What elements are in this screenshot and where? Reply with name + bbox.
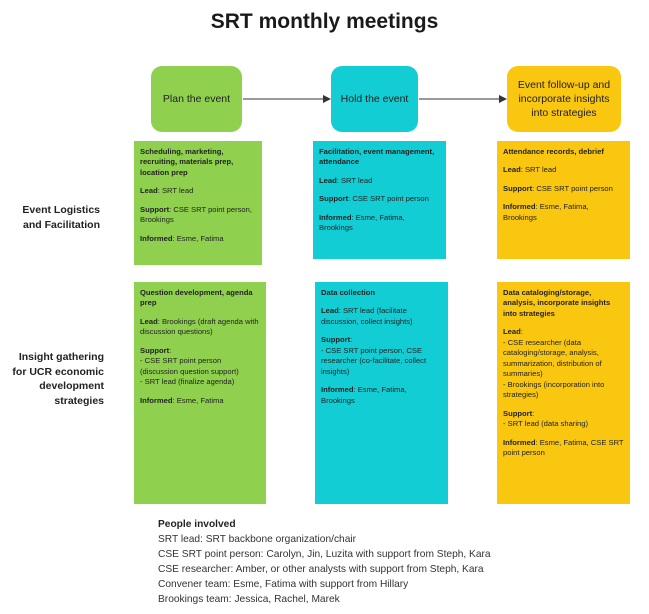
row-label-logistics: Event Logistics and Facilitation [22, 204, 100, 231]
people-line: Convener team: Esme, Fatima with support… [158, 579, 409, 591]
card-followup-logistics[interactable]: Attendance records, debrief Lead: SRT le… [497, 141, 630, 259]
card-heading: Data cataloging/storage, analysis, incor… [503, 288, 611, 318]
people-line: CSE SRT point person: Carolyn, Jin, Luzi… [158, 549, 491, 561]
card-lead: Lead: - CSE researcher (data cataloging/… [503, 327, 605, 400]
card-lead: Lead: SRT lead [140, 186, 194, 196]
card-followup-insight[interactable]: Data cataloging/storage, analysis, incor… [497, 282, 630, 504]
phase-label: Plan the event [162, 92, 231, 105]
card-heading: Question development, agenda prep [140, 288, 253, 308]
card-lead: Lead: SRT lead [503, 165, 557, 175]
card-informed: Informed: Esme, Fatima, Brookings [321, 385, 407, 405]
card-lead: Lead: Brookings (draft agenda with discu… [140, 316, 259, 337]
people-line: Brookings team: Jessica, Rachel, Marek [158, 594, 340, 606]
card-hold-logistics[interactable]: Facilitation, event management, attendan… [313, 141, 446, 259]
card-heading: Attendance records, debrief [503, 147, 604, 156]
people-heading: People involved [158, 519, 236, 530]
phase-label: Hold the event [340, 92, 409, 105]
card-support: Support: CSE SRT point person [503, 183, 613, 193]
card-informed: Informed: Esme, Fatima, Brookings [503, 202, 589, 222]
phase-hold-event[interactable]: Hold the event [331, 66, 418, 132]
people-line: SRT lead: SRT backbone organization/chai… [158, 534, 357, 546]
card-informed: Informed: Esme, Fatima [140, 233, 224, 243]
phase-plan-event[interactable]: Plan the event [151, 66, 242, 132]
phase-label: Event follow-up and incorporate insights… [517, 78, 611, 120]
page-title: SRT monthly meetings [210, 10, 439, 33]
card-informed: Informed: Esme, Fatima [140, 395, 224, 405]
card-informed: Informed: Esme, Fatima, CSE SRT point pe… [503, 437, 624, 458]
card-hold-insight[interactable]: Data collection Lead: SRT lead (facilita… [315, 282, 448, 504]
card-support: Support: CSE SRT point person, Brookings [140, 204, 252, 225]
card-support: Support: CSE SRT point person [319, 194, 429, 204]
card-heading: Scheduling, marketing, recruiting, mater… [140, 147, 234, 177]
row-label-insight: Insight gathering for UCR economic devel… [12, 351, 104, 408]
card-heading: Data collection [321, 288, 376, 297]
card-plan-logistics[interactable]: Scheduling, marketing, recruiting, mater… [134, 141, 262, 265]
people-line: CSE researcher: Amber, or other analysts… [158, 564, 484, 576]
people-involved: People involved SRT lead: SRT backbone o… [158, 517, 491, 608]
card-lead: Lead: SRT lead [319, 175, 373, 185]
card-lead: Lead: SRT lead (facilitate discussion, c… [321, 306, 413, 326]
card-plan-insight[interactable]: Question development, agenda prep Lead: … [134, 282, 266, 504]
card-support: Support: - CSE SRT point person, CSE res… [321, 335, 427, 376]
card-heading: Facilitation, event management, attendan… [319, 147, 435, 167]
phase-follow-up[interactable]: Event follow-up and incorporate insights… [507, 66, 621, 132]
card-informed: Informed: Esme, Fatima, Brookings [319, 212, 405, 233]
card-support: Support: - SRT lead (data sharing) [503, 408, 588, 429]
card-support: Support: - CSE SRT point person (discuss… [140, 345, 239, 387]
